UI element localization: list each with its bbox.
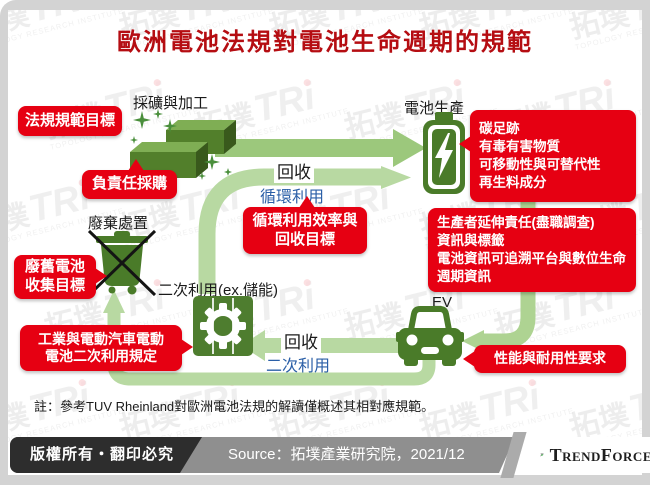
ev-car-icon bbox=[396, 306, 464, 366]
callout-performance-text: 性能與耐用性要求 bbox=[494, 350, 606, 367]
callout-recycling-targets: 循環利用效率與 回收目標 bbox=[243, 196, 367, 254]
callout-recycling-targets-text: 循環利用效率與 回收目標 bbox=[252, 211, 358, 248]
callout-collection-target-text: 廢舊電池 收集目標 bbox=[24, 258, 85, 294]
callout-performance: 性能與耐用性要求 bbox=[463, 345, 626, 373]
trendforce-logo: TrendForce bbox=[528, 437, 650, 473]
arrow-ev-to-seconduse bbox=[241, 330, 411, 361]
flow-label-recycle-bottom: 回收 bbox=[281, 328, 321, 353]
callout-epr-info-text: 生產者延伸責任(盡職調查) 資訊與標籤 電池資訊可追溯平台與數位生命週期資訊 bbox=[437, 214, 626, 285]
trendforce-mark-icon bbox=[540, 453, 544, 457]
callout-responsible-sourcing: 負責任採購 bbox=[82, 159, 177, 199]
callout-pointer bbox=[95, 268, 107, 284]
label-disposal: 廢棄處置 bbox=[88, 215, 149, 232]
callout-production-requirements: 碳足跡 有毒有害物質 可移動性與可替代性 再生料成分 bbox=[459, 110, 636, 202]
battery-icon bbox=[423, 112, 465, 194]
source-text: Source：拓墣產業研究院，2021/12 bbox=[228, 446, 465, 463]
arrow-production-to-ev bbox=[482, 196, 536, 349]
callout-second-use-rules-text: 工業與電動汽車電動 電池二次利用規定 bbox=[38, 330, 164, 365]
callout-pointer bbox=[128, 159, 144, 171]
copyright-banner: 版權所有‧翻印必究 bbox=[10, 437, 202, 473]
callout-collection-target: 廢舊電池 收集目標 bbox=[14, 255, 107, 299]
footer-bar: TrendForce 版權所有‧翻印必究 Source：拓墣產業研究院，2021… bbox=[10, 432, 650, 478]
callout-regulation-goal: 法規規範目標 bbox=[18, 106, 122, 136]
callout-pointer bbox=[181, 339, 193, 355]
page-title: 歐洲電池法規對電池生命週期的規範 bbox=[117, 30, 533, 56]
footnote: 註：參考TUV Rheinland對歐洲電池法規的解讀僅概述其相對應規範。 bbox=[34, 399, 435, 414]
callout-production-requirements-text: 碳足跡 有毒有害物質 可移動性與可替代性 再生料成分 bbox=[479, 120, 601, 191]
callout-responsible-sourcing-text: 負責任採購 bbox=[91, 175, 167, 193]
arrow-mining-to-production bbox=[215, 129, 426, 167]
callout-second-use-rules: 工業與電動汽車電動 電池二次利用規定 bbox=[20, 325, 193, 371]
arrow-seconduse-to-production bbox=[198, 168, 383, 294]
second-use-gear-icon bbox=[193, 296, 253, 356]
callout-epr-info: 生產者延伸責任(盡職調查) 資訊與標籤 電池資訊可追溯平台與數位生命週期資訊 bbox=[428, 208, 636, 292]
label-second-use: 二次利用(ex.儲能) bbox=[158, 282, 279, 299]
callout-pointer bbox=[459, 136, 471, 152]
trendforce-wordmark: TrendForce bbox=[549, 444, 650, 465]
flow-label-second-use: 二次利用 bbox=[266, 358, 331, 375]
disposal-trash-icon bbox=[88, 229, 156, 296]
flow-label-recycle-top: 回收 bbox=[274, 158, 314, 183]
label-mining: 採礦與加工 bbox=[133, 95, 209, 112]
callout-pointer bbox=[299, 196, 315, 208]
callout-regulation-goal-text: 法規規範目標 bbox=[24, 111, 115, 129]
callout-pointer bbox=[463, 351, 475, 367]
